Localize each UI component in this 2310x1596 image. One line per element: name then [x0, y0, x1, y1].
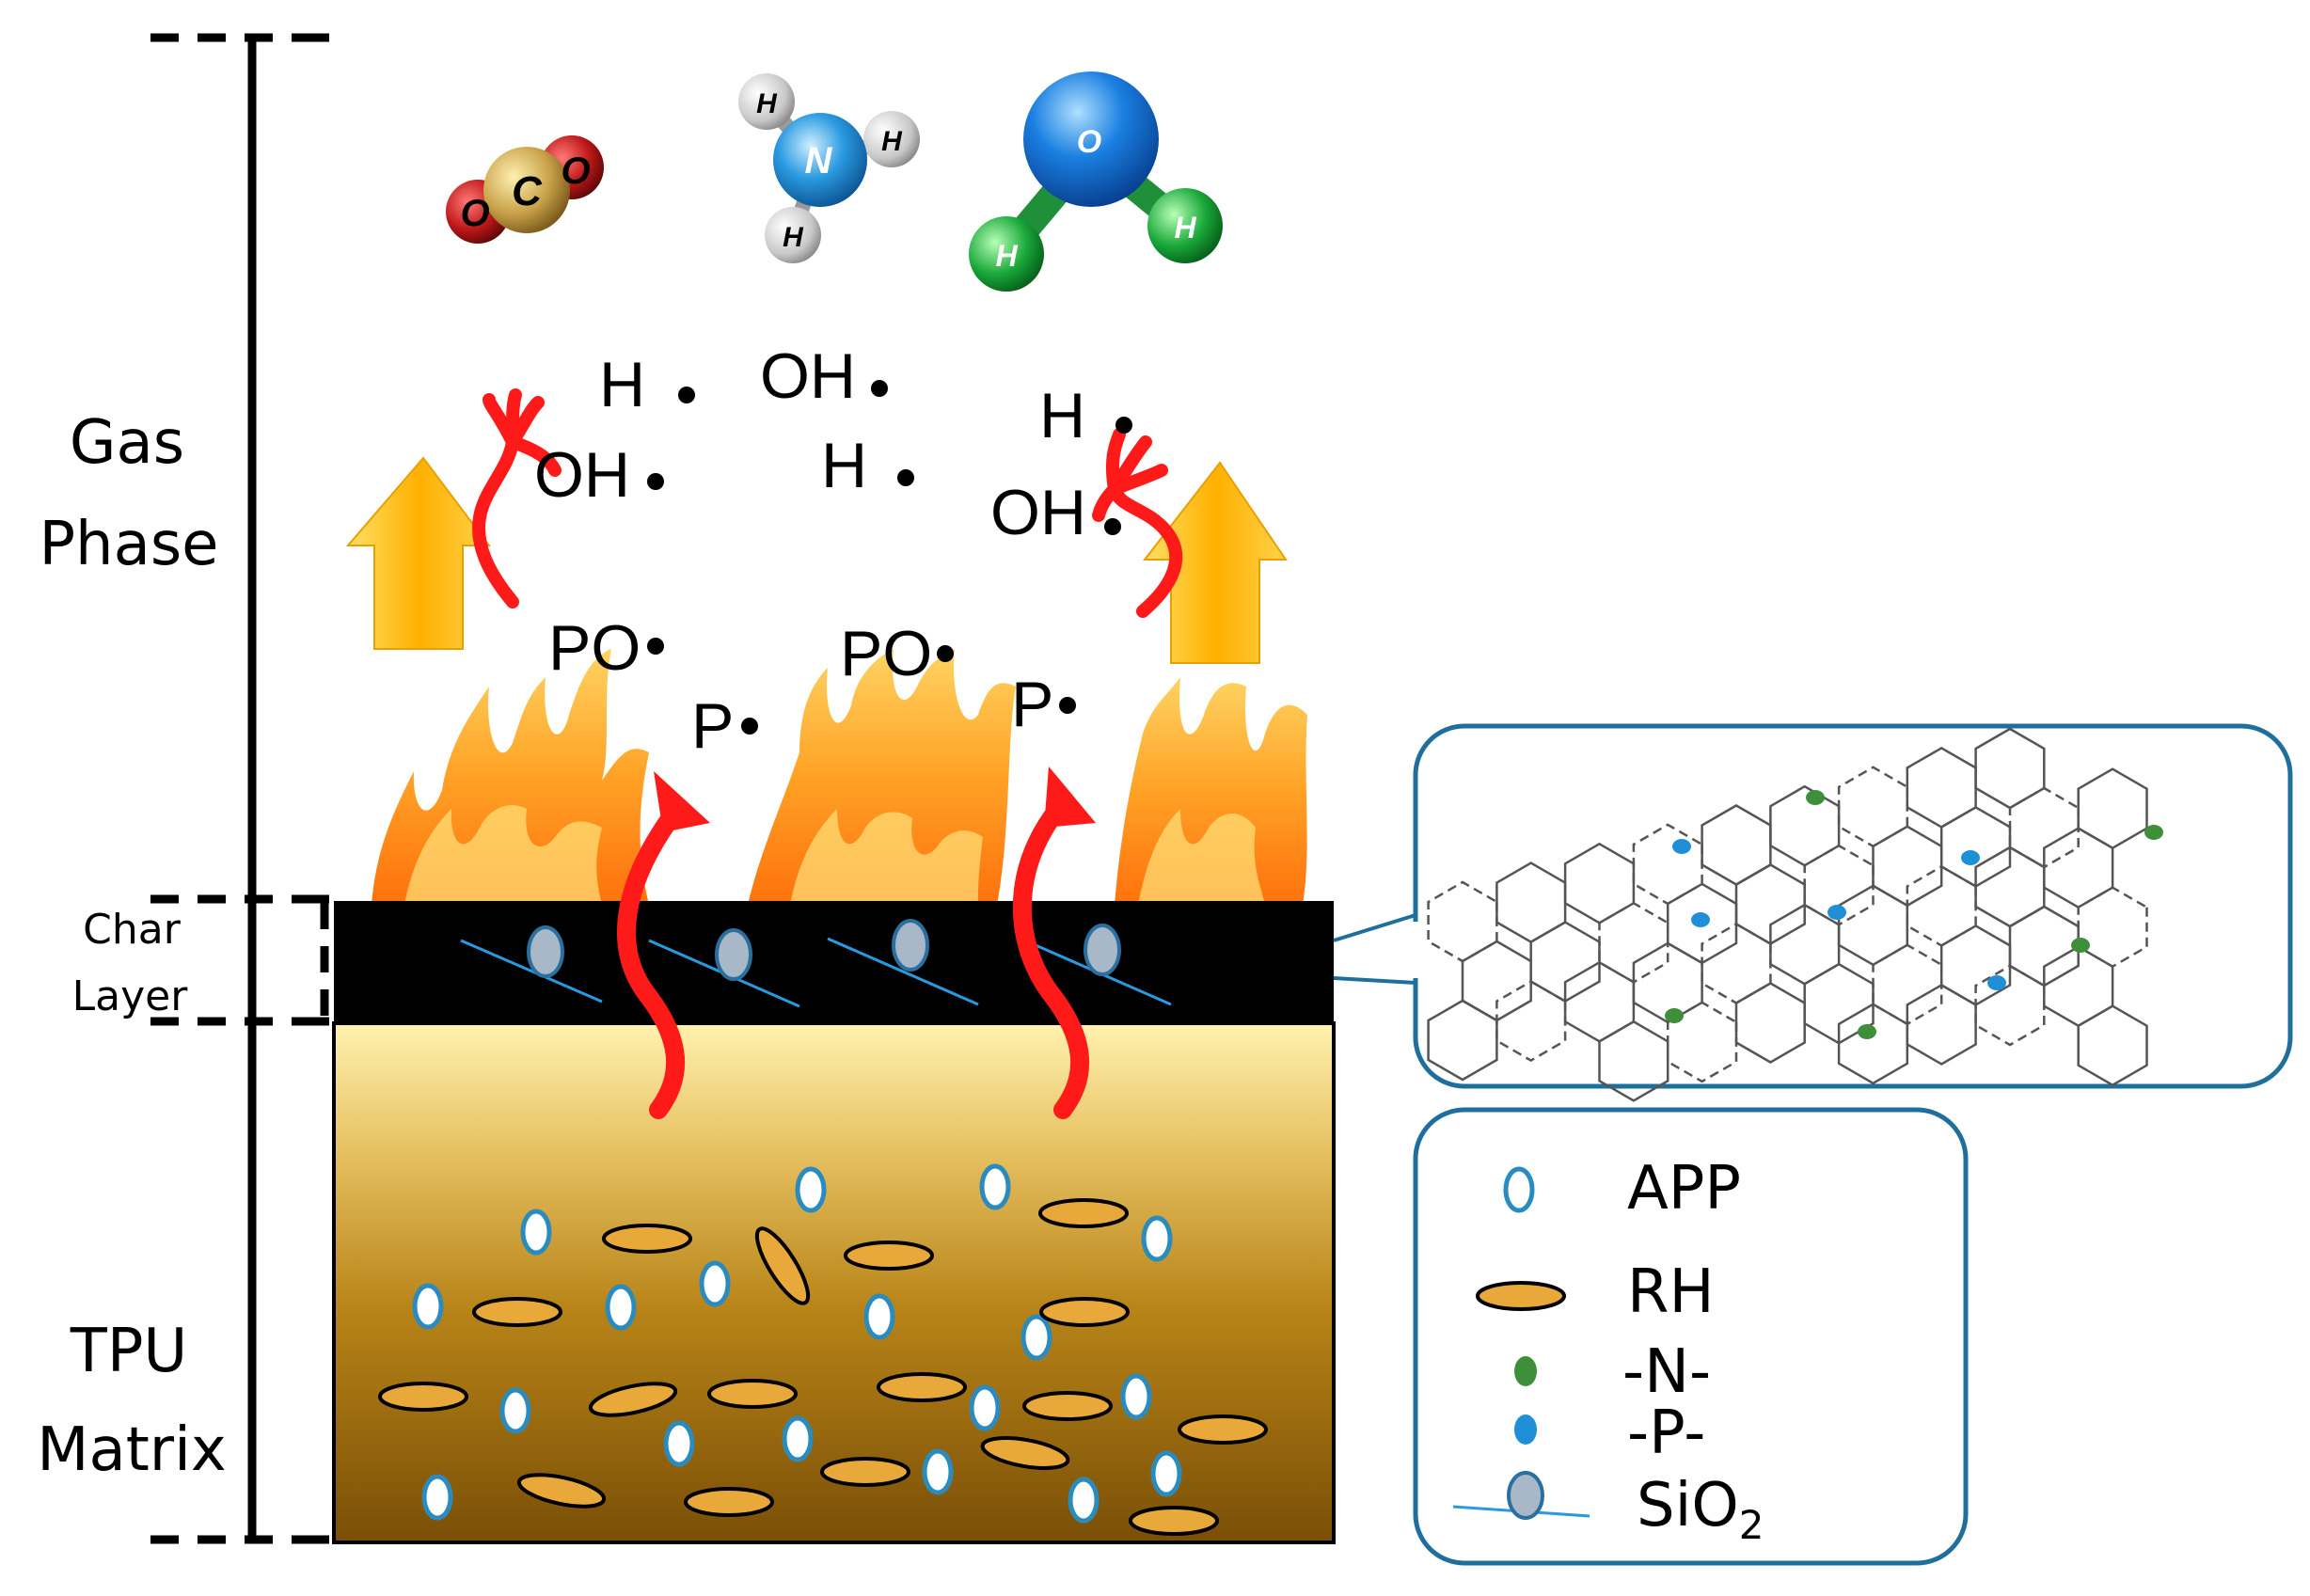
hex-heteroatoms	[1665, 790, 2163, 1039]
hex-cell	[1906, 983, 1977, 1066]
gas-phase-label-line1: Gas	[70, 408, 184, 478]
flame-inner-left	[404, 805, 602, 905]
legend-n-symbol	[1514, 1356, 1537, 1386]
hex-cell	[1734, 982, 1806, 1064]
radical-h-1: H	[599, 349, 645, 420]
radical-oh-2: OH	[534, 439, 630, 511]
rh-particles	[378, 1198, 1268, 1536]
flame-inner-center	[790, 809, 983, 905]
legend-p-symbol	[1514, 1414, 1537, 1445]
hex-cell	[1598, 901, 1669, 984]
hex-cell	[1803, 962, 1875, 1045]
hex-cell	[1427, 999, 1498, 1082]
nh3-molecule: N H H H	[738, 73, 920, 263]
nh3-atom-h-1: H	[756, 88, 778, 119]
radical-po-2: PO	[840, 618, 932, 689]
legend: APP RH -N- -P- SiO2	[1413, 1107, 1969, 1566]
hex-cell	[1598, 1019, 1669, 1102]
co2-atom-c: C	[512, 168, 543, 214]
flames	[372, 649, 1307, 905]
radical-oh-1: OH	[760, 340, 856, 412]
radical-h-3: H	[1039, 380, 1085, 451]
radical-p-1: P	[691, 690, 734, 762]
nh3-atom-n: N	[805, 140, 833, 182]
heat-up-arrow-right	[1142, 461, 1288, 664]
radical-oh-3: OH	[990, 477, 1086, 548]
h2o-molecule: O H H	[969, 71, 1223, 292]
radical-h-2: H	[821, 430, 867, 501]
co2-atom-o-left: O	[460, 193, 489, 234]
legend-box	[1413, 1107, 1969, 1566]
radicals: H OH OH H H OH PO PO P P	[534, 340, 1132, 762]
heat-up-arrow-left	[345, 456, 492, 650]
nh3-atom-h-2: H	[881, 126, 903, 157]
hex-cell	[2077, 1004, 2148, 1087]
red-release-arrow-left	[617, 771, 710, 1119]
legend-app-symbol	[1503, 1166, 1535, 1213]
hex-cell	[1872, 943, 1943, 1026]
char-layer-label-line2: Layer	[72, 972, 189, 1020]
nh3-atom-h-3: H	[783, 222, 804, 253]
h2o-atom-h-1: H	[995, 239, 1018, 273]
h2o-atom-o: O	[1077, 124, 1101, 160]
legend-sio2-main: SiO	[1637, 1471, 1739, 1541]
legend-rh-symbol	[1476, 1281, 1566, 1311]
gas-phase-label-line2: Phase	[39, 510, 218, 579]
legend-rh-label: RH	[1627, 1257, 1715, 1327]
red-squiggle-left	[472, 388, 562, 608]
co2-molecule: O C O	[446, 135, 604, 244]
h2o-atom-h-2: H	[1174, 211, 1196, 245]
legend-app-label: APP	[1627, 1154, 1741, 1224]
legend-sio2-symbol	[1507, 1471, 1544, 1520]
legend-n-label: -N-	[1622, 1337, 1711, 1407]
radical-po-1: PO	[548, 612, 641, 684]
scale-bar	[150, 33, 329, 1544]
hex-cell	[1495, 980, 1567, 1063]
hex-cell	[1974, 964, 2046, 1047]
legend-sio2-label: SiO2	[1637, 1471, 1764, 1548]
char-layer	[334, 901, 1334, 1023]
char-layer-label-line1: Char	[83, 906, 182, 954]
tpu-matrix-label-line1: TPU	[70, 1317, 188, 1386]
radical-p-2: P	[1011, 669, 1053, 740]
hex-cell	[2077, 886, 2148, 969]
tpu-matrix-label-line2: Matrix	[37, 1415, 227, 1485]
hex-network	[1427, 727, 2148, 1102]
hex-cell	[1666, 1001, 1738, 1083]
hex-cell	[1803, 844, 1875, 926]
legend-sio2-subscript: 2	[1739, 1502, 1764, 1548]
co2-atom-o-right: O	[561, 150, 590, 192]
sio2-particles-char	[460, 919, 1172, 1008]
red-squiggle-right	[1092, 428, 1183, 618]
red-release-arrow-right	[1012, 766, 1096, 1119]
hex-cell	[2008, 786, 2080, 869]
hex-cell	[1837, 1003, 1909, 1085]
flame-inner-right	[1138, 809, 1265, 905]
legend-p-label: -P-	[1627, 1398, 1705, 1468]
app-particles	[412, 1163, 1182, 1524]
